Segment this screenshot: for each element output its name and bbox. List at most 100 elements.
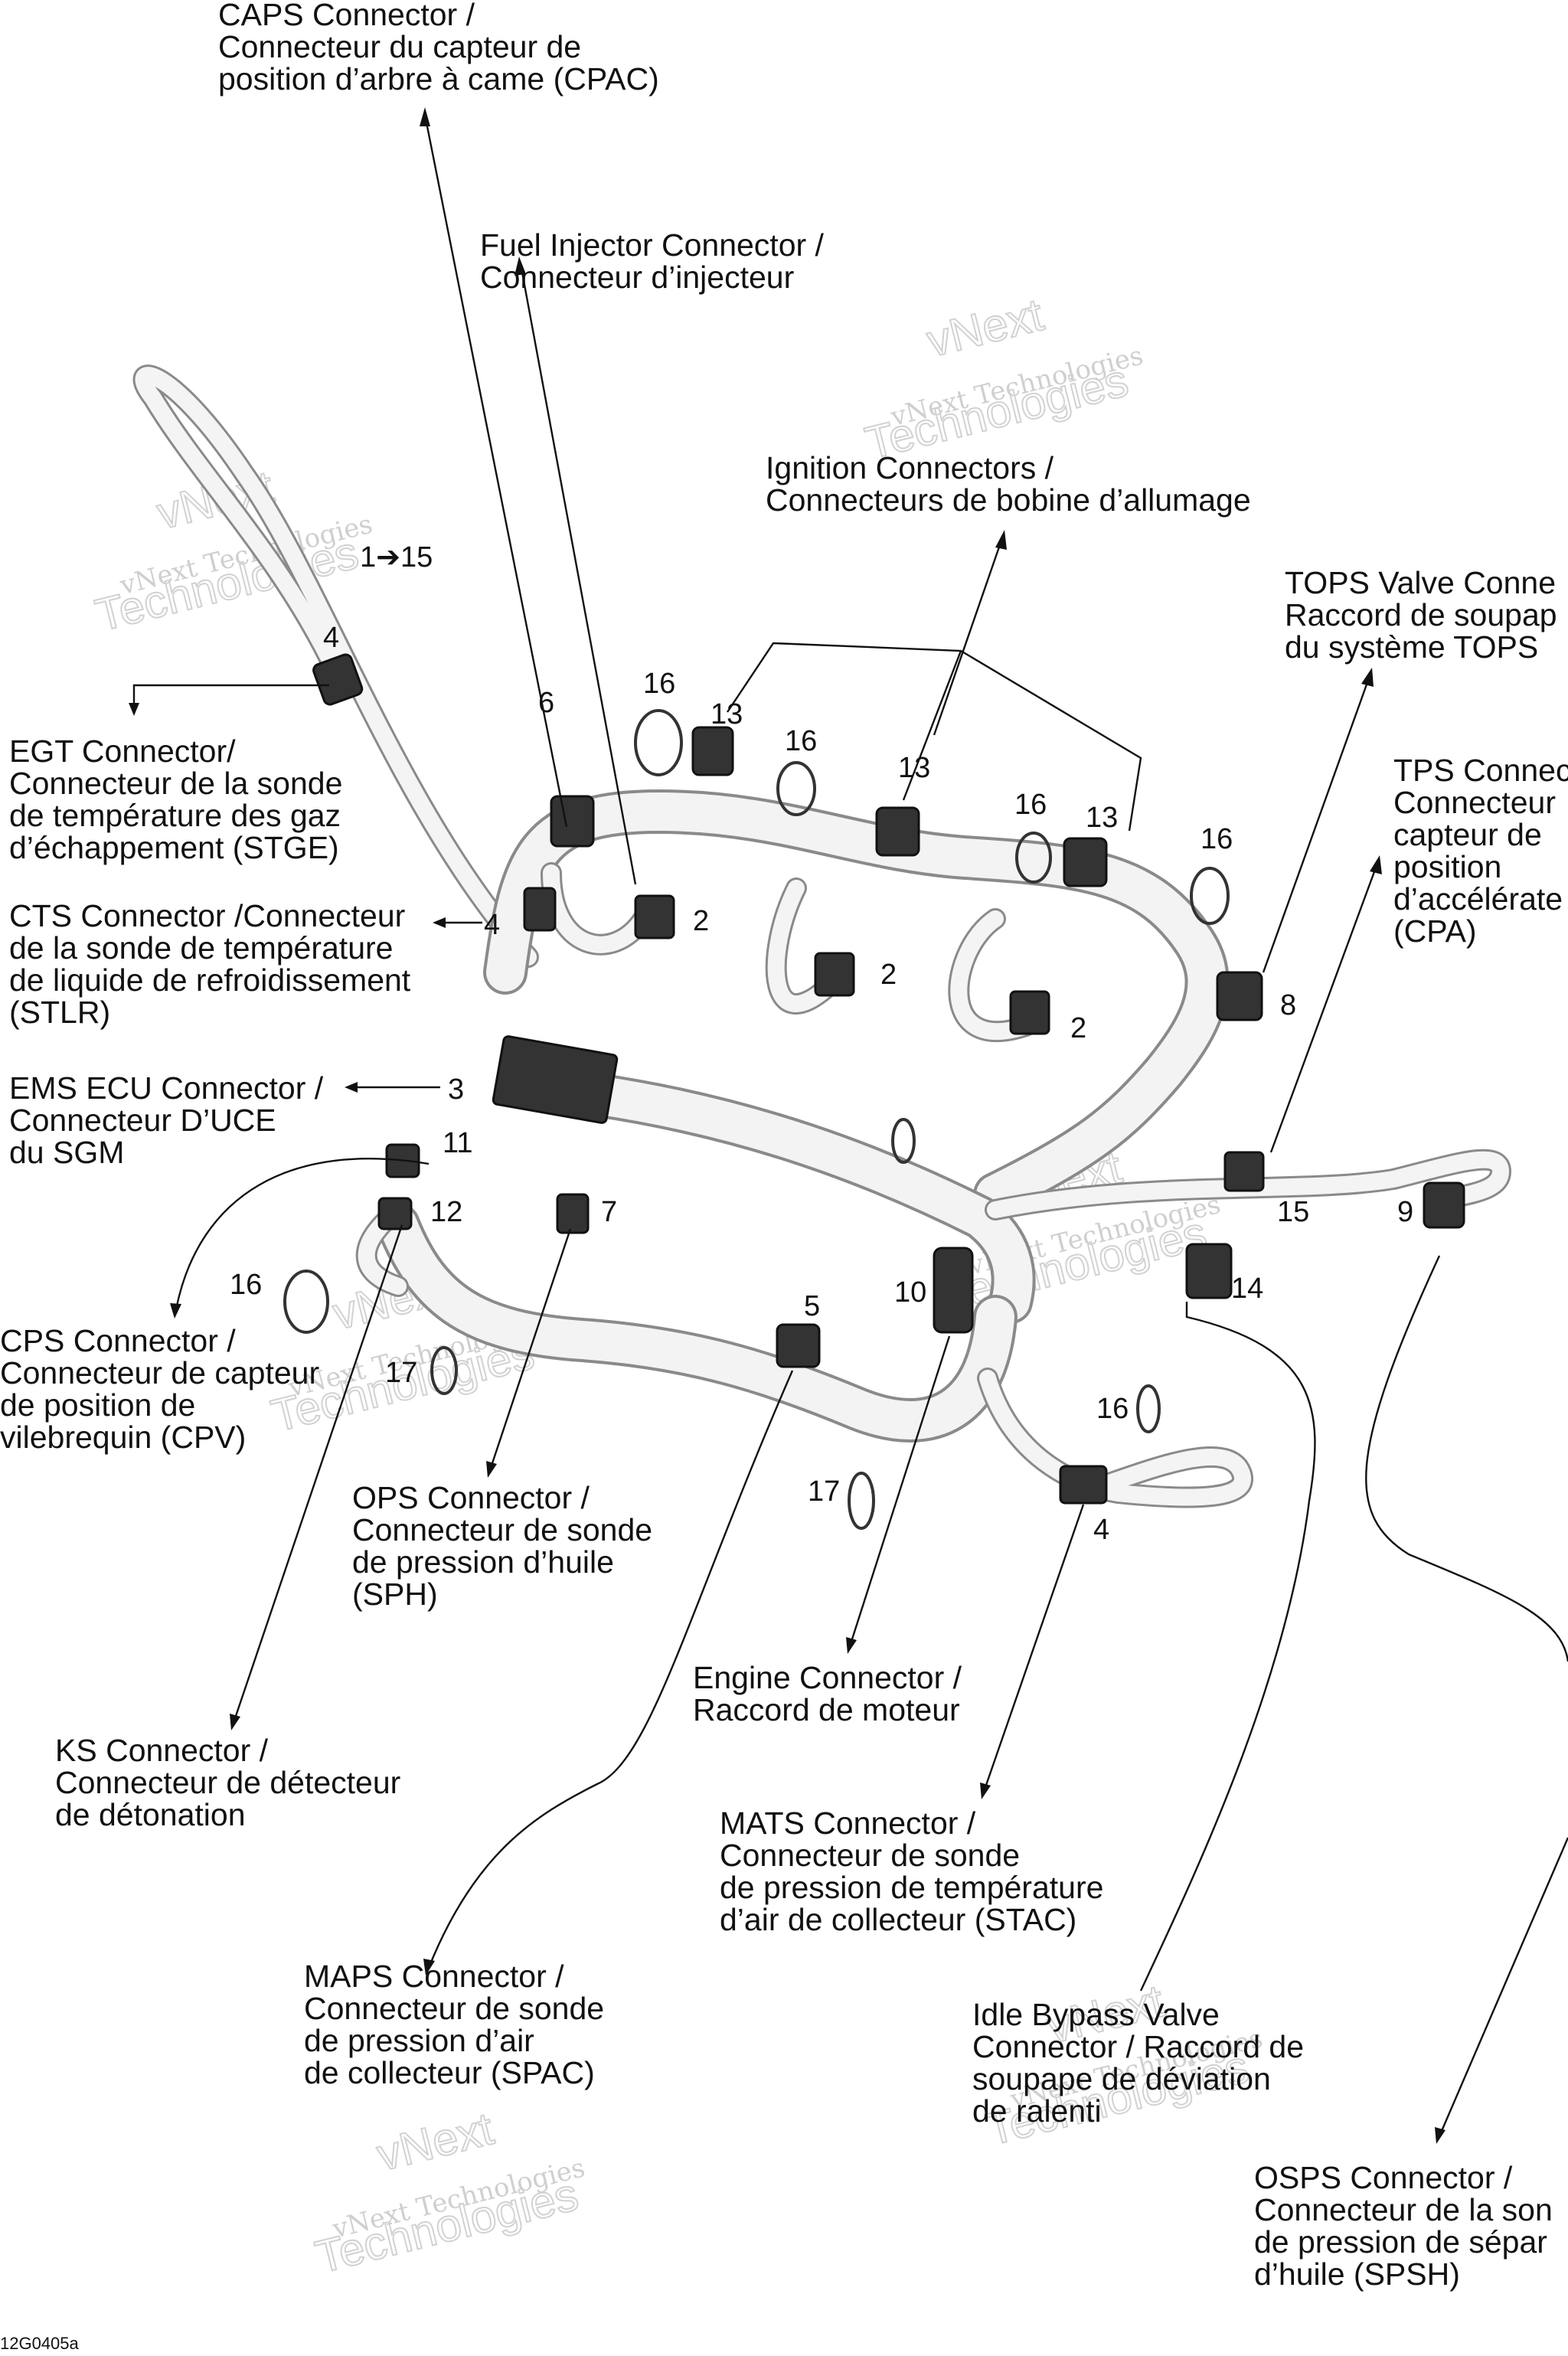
- label-line: Connecteur de sonde: [720, 1838, 1020, 1873]
- connector-8-tops: [1216, 971, 1263, 1021]
- label-line: d’accélérate: [1393, 881, 1563, 917]
- callout-number: 16: [1014, 789, 1047, 821]
- label-line: d’air de collecteur (STAC): [720, 1902, 1076, 1937]
- callout-number: 17: [385, 1357, 417, 1389]
- label-line: Connector / Raccord de: [972, 2029, 1304, 2064]
- connector-6: [550, 795, 595, 848]
- watermark-text: vNext: [922, 289, 1048, 367]
- callout-number: 7: [601, 1196, 617, 1228]
- connector-4-mats: [1059, 1465, 1108, 1505]
- label-line: soupape de déviation: [972, 2061, 1271, 2096]
- label-line: KS Connector /: [55, 1733, 269, 1768]
- label-line: Connecteur de sonde: [304, 1991, 604, 2026]
- clamp-16: [1136, 1384, 1161, 1433]
- clamp-16: [283, 1269, 329, 1334]
- label-tps: TPS Connec Connecteur capteur de positio…: [1393, 753, 1568, 949]
- label-caps: CAPS Connector / Connecteur du capteur d…: [218, 0, 659, 96]
- callout-number: 17: [808, 1475, 840, 1508]
- callout-numbers: 1➔15 4 6 16 13 16 13 16 13 16 4 2 2 2 8 …: [230, 541, 1413, 1546]
- label-ems: EMS ECU Connector / Connecteur D’UCE du …: [9, 1070, 324, 1170]
- callout-number: 4: [484, 909, 500, 941]
- label-line: de ralenti: [972, 2093, 1102, 2129]
- label-line: Raccord de soupap: [1285, 597, 1557, 632]
- label-line: Connecteur: [1393, 785, 1556, 820]
- connector-12-ks: [377, 1197, 413, 1230]
- label-ignition: Ignition Connectors / Connecteurs de bob…: [766, 450, 1251, 518]
- callout-number: 13: [898, 752, 930, 784]
- callout-number: 16: [785, 725, 817, 757]
- label-line: MAPS Connector /: [304, 1959, 564, 1994]
- callout-number: 11: [443, 1127, 472, 1159]
- label-line: EMS ECU Connector /: [9, 1070, 324, 1106]
- connector-13-a: [691, 726, 734, 776]
- clamp-16: [634, 709, 683, 776]
- callout-number: 4: [1093, 1514, 1109, 1546]
- callout-number: 8: [1280, 989, 1296, 1021]
- callout-number: 15: [1277, 1196, 1309, 1228]
- label-line: TPS Connec: [1393, 753, 1568, 788]
- connector-14-idle: [1185, 1243, 1233, 1299]
- callout-number: 10: [894, 1276, 926, 1309]
- leader-lines: [129, 107, 1568, 2144]
- label-line: position d’arbre à came (CPAC): [218, 61, 659, 96]
- label-line: vilebrequin (CPV): [0, 1420, 246, 1455]
- label-line: (SPH): [352, 1577, 438, 1612]
- label-line: de pression de sépar: [1254, 2224, 1547, 2260]
- label-osps: OSPS Connector / Connecteur de la son de…: [1254, 2160, 1553, 2292]
- label-line: OPS Connector /: [352, 1480, 590, 1515]
- label-line: capteur de: [1393, 817, 1542, 852]
- label-line: Fuel Injector Connector /: [480, 227, 825, 263]
- label-fuel-injector: Fuel Injector Connector / Connecteur d’i…: [480, 227, 825, 295]
- label-maps: MAPS Connector / Connecteur de sonde de …: [304, 1959, 604, 2090]
- connectors: [312, 653, 1465, 1505]
- clamp-16: [1015, 832, 1052, 884]
- label-line: Idle Bypass Valve: [972, 1997, 1220, 2032]
- label-line: OSPS Connector /: [1254, 2160, 1513, 2195]
- callout-number: 16: [230, 1269, 262, 1301]
- callout-number: 16: [1200, 823, 1233, 855]
- figure-id: 12G0405a: [0, 2334, 80, 2352]
- label-line: de position de: [0, 1387, 195, 1423]
- clamp-17: [848, 1472, 875, 1530]
- label-line: Connecteur de détecteur: [55, 1765, 400, 1800]
- label-line: Connecteur d’injecteur: [480, 260, 794, 295]
- label-line: Connecteur de sonde: [352, 1512, 652, 1547]
- label-egt: EGT Connector/ Connecteur de la sonde de…: [9, 734, 342, 865]
- connector-4-cts: [523, 887, 557, 932]
- label-line: d’huile (SPSH): [1254, 2256, 1460, 2292]
- connector-9-osps: [1423, 1181, 1465, 1229]
- label-line: de température des gaz: [9, 798, 341, 833]
- label-line: Engine Connector /: [693, 1660, 962, 1695]
- clamp-16: [776, 761, 816, 816]
- label-line: EGT Connector/: [9, 734, 236, 769]
- callout-number: 12: [430, 1196, 462, 1228]
- label-ops: OPS Connector / Connecteur de sonde de p…: [352, 1480, 652, 1612]
- label-line: Connecteur du capteur de: [218, 29, 581, 64]
- label-line: CAPS Connector /: [218, 0, 475, 32]
- label-mats: MATS Connector / Connecteur de sonde de …: [720, 1805, 1103, 1937]
- label-line: position: [1393, 849, 1501, 884]
- callout-number: 16: [643, 668, 675, 700]
- label-line: du SGM: [9, 1135, 124, 1170]
- label-line: CPS Connector /: [0, 1323, 236, 1358]
- label-line: Connecteur de capteur: [0, 1355, 319, 1390]
- label-line: (STLR): [9, 995, 110, 1030]
- callout-number: 2: [1070, 1012, 1086, 1044]
- label-line: de pression de température: [720, 1870, 1103, 1905]
- label-line: Connecteurs de bobine d’allumage: [766, 482, 1251, 518]
- label-cts: CTS Connector /Connecteur de la sonde de…: [9, 898, 411, 1030]
- callout-number: 14: [1231, 1273, 1263, 1305]
- label-line: Raccord de moteur: [693, 1692, 960, 1727]
- label-line: MATS Connector /: [720, 1805, 976, 1841]
- label-line: de liquide de refroidissement: [9, 962, 411, 998]
- label-line: d’échappement (STGE): [9, 830, 339, 865]
- label-line: de détonation: [55, 1797, 246, 1832]
- callout-number: 2: [880, 959, 897, 991]
- label-ks: KS Connector / Connecteur de détecteur d…: [55, 1733, 400, 1832]
- callout-number: 13: [1086, 802, 1118, 834]
- connector-13-b: [875, 806, 920, 857]
- clamp-17: [430, 1346, 458, 1395]
- clamps: [283, 709, 1230, 1530]
- label-line: de pression d’huile: [352, 1544, 614, 1580]
